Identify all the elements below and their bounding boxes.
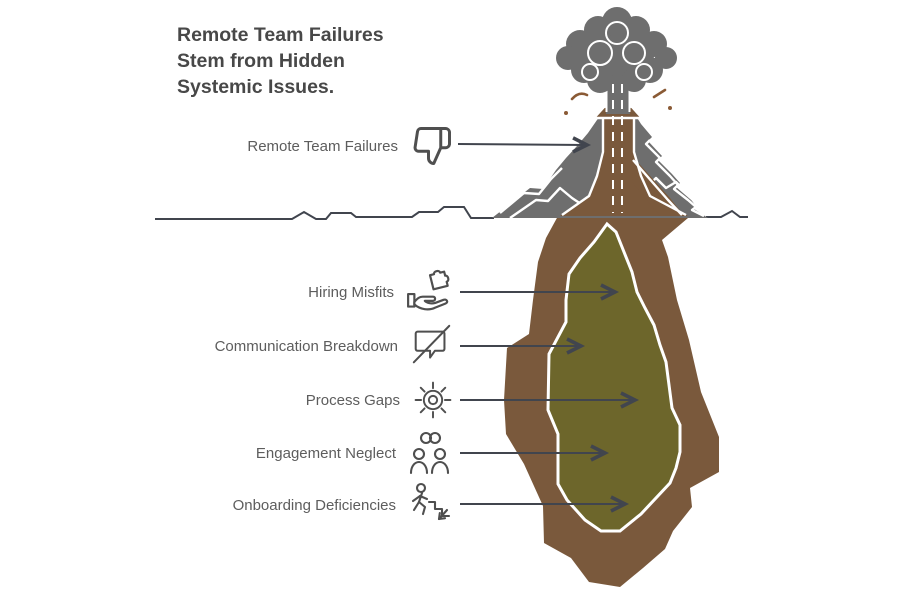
cause-row-communication-breakdown: Communication Breakdown <box>0 322 455 370</box>
surface-symptom-row: Remote Team Failures <box>0 122 455 170</box>
connector-arrows <box>457 136 640 513</box>
magma-chamber-core <box>546 221 682 533</box>
cause-label: Process Gaps <box>305 391 400 409</box>
cause-row-onboarding-deficiencies: Onboarding Deficiencies <box>0 481 455 529</box>
people-engagement-icon <box>409 431 450 475</box>
page-title: Remote Team Failures Stem from Hidden Sy… <box>177 22 477 100</box>
eruption-sparks <box>564 88 672 115</box>
mountain-ridge-accent <box>499 167 563 214</box>
cause-label: Communication Breakdown <box>214 337 398 355</box>
speech-bubble-slash-icon <box>412 324 451 364</box>
title-line: Systemic Issues. <box>177 76 335 98</box>
ground-line-right <box>706 209 748 218</box>
title-line: Remote Team Failures <box>177 24 384 46</box>
title-line: Stem from Hidden <box>177 50 345 72</box>
branch-outline <box>632 159 683 216</box>
hand-holding-puzzle-icon <box>407 269 450 311</box>
thumbs-down-icon <box>413 127 451 165</box>
conduit-outline <box>632 116 687 217</box>
arrow-remote-team-failures <box>457 136 592 154</box>
cause-row-process-gaps: Process Gaps <box>0 376 455 424</box>
gear-icon <box>414 381 452 419</box>
surface-symptom-label: Remote Team Failures <box>247 137 398 155</box>
cause-row-engagement-neglect: Engagement Neglect <box>0 429 455 477</box>
person-descending-stairs-icon <box>411 482 451 521</box>
cloud-puff-outlines <box>581 21 653 81</box>
cause-label: Onboarding Deficiencies <box>232 496 396 514</box>
cause-label: Engagement Neglect <box>255 444 396 462</box>
cause-row-hiring-misfits: Hiring Misfits <box>0 268 455 316</box>
ground-line-left <box>155 206 494 220</box>
conduit-outline <box>561 116 605 216</box>
cause-label: Hiring Misfits <box>308 283 394 301</box>
